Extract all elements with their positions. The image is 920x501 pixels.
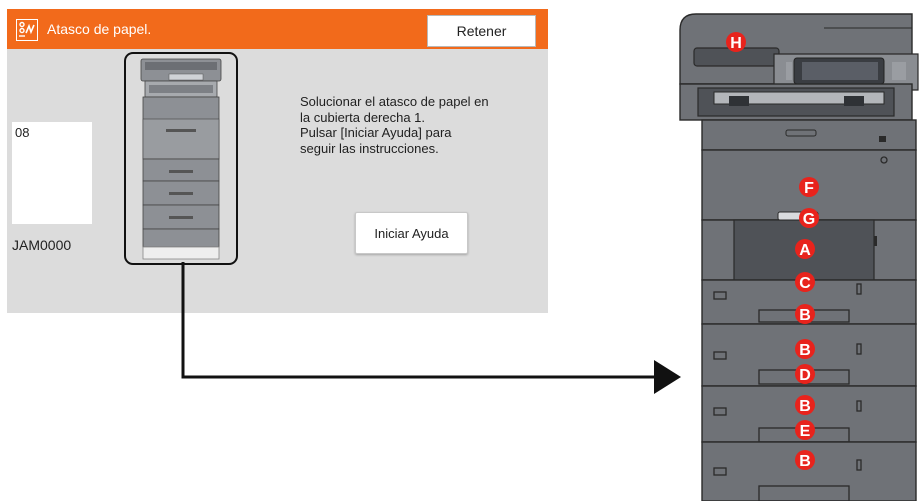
screen-title: Atasco de papel. bbox=[47, 21, 152, 37]
label-h: H bbox=[726, 32, 746, 52]
jam-location-highlight bbox=[124, 52, 238, 265]
svg-text:F: F bbox=[804, 180, 814, 197]
message-line: Pulsar [Iniciar Ayuda] para bbox=[300, 125, 452, 140]
message-line: seguir las instrucciones. bbox=[300, 140, 439, 156]
jam-screen: Atasco de papel. Retener 08 JAM0000 Solu… bbox=[7, 9, 548, 313]
svg-text:B: B bbox=[799, 307, 811, 324]
message-line: la cubierta derecha 1. bbox=[300, 109, 426, 125]
counter-value: 08 bbox=[15, 125, 30, 140]
svg-text:B: B bbox=[799, 453, 811, 470]
label-a: A bbox=[795, 239, 815, 259]
message-line: Solucionar el atasco de papel en bbox=[300, 94, 489, 109]
svg-text:B: B bbox=[799, 398, 811, 415]
printer-diagram: H F G A C B B D B E B bbox=[679, 13, 919, 501]
label-b: B bbox=[795, 450, 815, 470]
counter-box: 08 bbox=[12, 122, 92, 224]
label-c: C bbox=[795, 272, 815, 292]
svg-text:A: A bbox=[799, 242, 811, 259]
svg-text:H: H bbox=[730, 35, 742, 52]
retain-button[interactable]: Retener bbox=[427, 15, 536, 47]
paper-jam-icon bbox=[16, 19, 38, 41]
svg-text:G: G bbox=[803, 211, 815, 228]
svg-text:D: D bbox=[799, 367, 811, 384]
label-f: F bbox=[799, 177, 819, 197]
instruction-message: Solucionar el atasco de papel en la cubi… bbox=[300, 94, 520, 156]
title-bar: Atasco de papel. Retener bbox=[7, 9, 548, 49]
label-g: G bbox=[799, 208, 819, 228]
label-e: E bbox=[795, 420, 815, 440]
label-d: D bbox=[795, 364, 815, 384]
printer-thumbnail bbox=[140, 58, 222, 260]
label-b: B bbox=[795, 395, 815, 415]
start-help-button[interactable]: Iniciar Ayuda bbox=[355, 212, 468, 254]
label-b: B bbox=[795, 339, 815, 359]
svg-text:C: C bbox=[799, 275, 811, 292]
label-b: B bbox=[795, 304, 815, 324]
svg-text:B: B bbox=[799, 342, 811, 359]
jam-code: JAM0000 bbox=[12, 237, 72, 253]
svg-text:E: E bbox=[800, 423, 811, 440]
